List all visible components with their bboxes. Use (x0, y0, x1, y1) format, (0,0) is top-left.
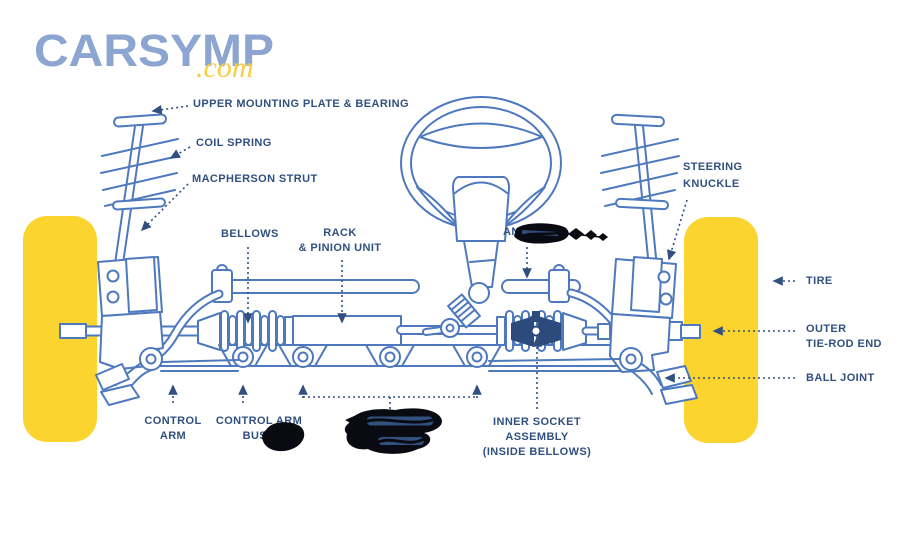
macpherson-strut-right (600, 113, 680, 299)
label-outer-tie-rod: OUTER TIE-ROD END (806, 323, 882, 350)
label-control-arm-bushing: CONTROL ARM BUSH (215, 415, 303, 442)
label-macpherson-strut: MACPHERSON STRUT (192, 173, 318, 185)
arrow-coil-spring (169, 146, 191, 159)
rack-housing (292, 315, 402, 346)
steering-wheel (400, 96, 562, 242)
spring-seat-left (112, 197, 166, 211)
label-rack-pinion: RACK & PINION UNIT (298, 227, 382, 254)
arrow-knuckle (666, 199, 688, 261)
label-upper-mounting-plate: UPPER MOUNTING PLATE & BEARING (193, 98, 409, 110)
rack-mount-bushings (218, 344, 502, 368)
label-anti-bar-redacted: AN (503, 226, 520, 238)
spring-seat-right (615, 197, 669, 211)
upper-mounting-plate-right (611, 113, 665, 128)
bellows-left (220, 310, 285, 352)
universal-coupling (447, 293, 481, 329)
upper-mounting-plate-left (113, 113, 167, 128)
logo-brand-text: CARSYMP (34, 26, 275, 77)
control-arm-left (95, 347, 239, 406)
steering-column (422, 240, 499, 338)
callout-arrows (140, 105, 795, 409)
label-ball-joint: BALL JOINT (806, 372, 875, 384)
ball-joint-left (95, 363, 130, 391)
logo-tld-text: .com (196, 51, 254, 84)
subframe-rail (157, 344, 647, 367)
control-arm-right (488, 347, 698, 405)
label-inner-socket: INNER SOCKET ASSEMBLY (INSIDE BELLOWS) (482, 416, 592, 458)
steering-knuckle-left (97, 256, 164, 370)
label-tire: TIRE (806, 275, 833, 287)
arrow-upper-mounting (151, 105, 189, 115)
arrow-macpherson (140, 183, 189, 232)
label-coil-spring: COIL SPRING (196, 137, 272, 149)
inner-socket-cutaway (511, 311, 561, 347)
label-steering-knuckle: STEERING KNUCKLE (683, 161, 743, 190)
label-control-arm: CONTROL ARM (144, 415, 202, 442)
label-bellows: BELLOWS (221, 228, 279, 240)
